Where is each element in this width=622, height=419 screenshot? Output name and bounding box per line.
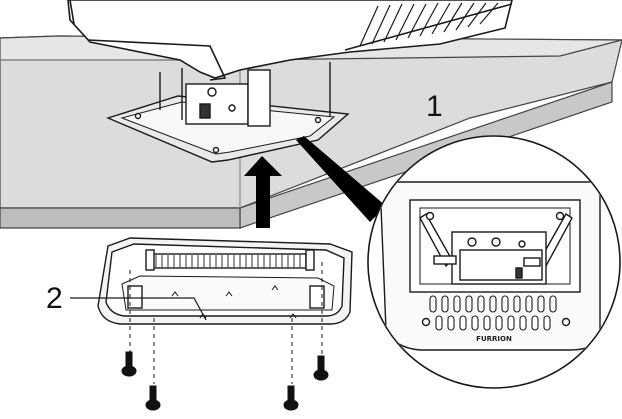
mounting-bracket bbox=[159, 62, 331, 127]
magnifier-callout: FURRION bbox=[367, 135, 621, 389]
grille-slots bbox=[429, 295, 557, 331]
magnifier-pointer bbox=[296, 136, 386, 222]
ceiling-assembly bbox=[97, 237, 353, 325]
screw-icon bbox=[313, 355, 329, 381]
screw-guide-lines bbox=[129, 262, 323, 384]
callout-label-1: 1 bbox=[426, 90, 443, 123]
ac-unit bbox=[67, 0, 513, 81]
callout-label-2: 2 bbox=[46, 282, 63, 315]
roof-opening-plate bbox=[105, 95, 350, 163]
screw-icon bbox=[283, 385, 299, 411]
screw-icon bbox=[145, 385, 161, 411]
ac-vent-fins bbox=[359, 2, 499, 47]
callout-2-leader bbox=[70, 297, 207, 321]
screw-icon bbox=[121, 351, 137, 377]
ceiling-grille-fins bbox=[155, 255, 301, 267]
brand-logo-text: FURRION bbox=[476, 335, 512, 343]
up-arrow-icon bbox=[244, 156, 282, 228]
